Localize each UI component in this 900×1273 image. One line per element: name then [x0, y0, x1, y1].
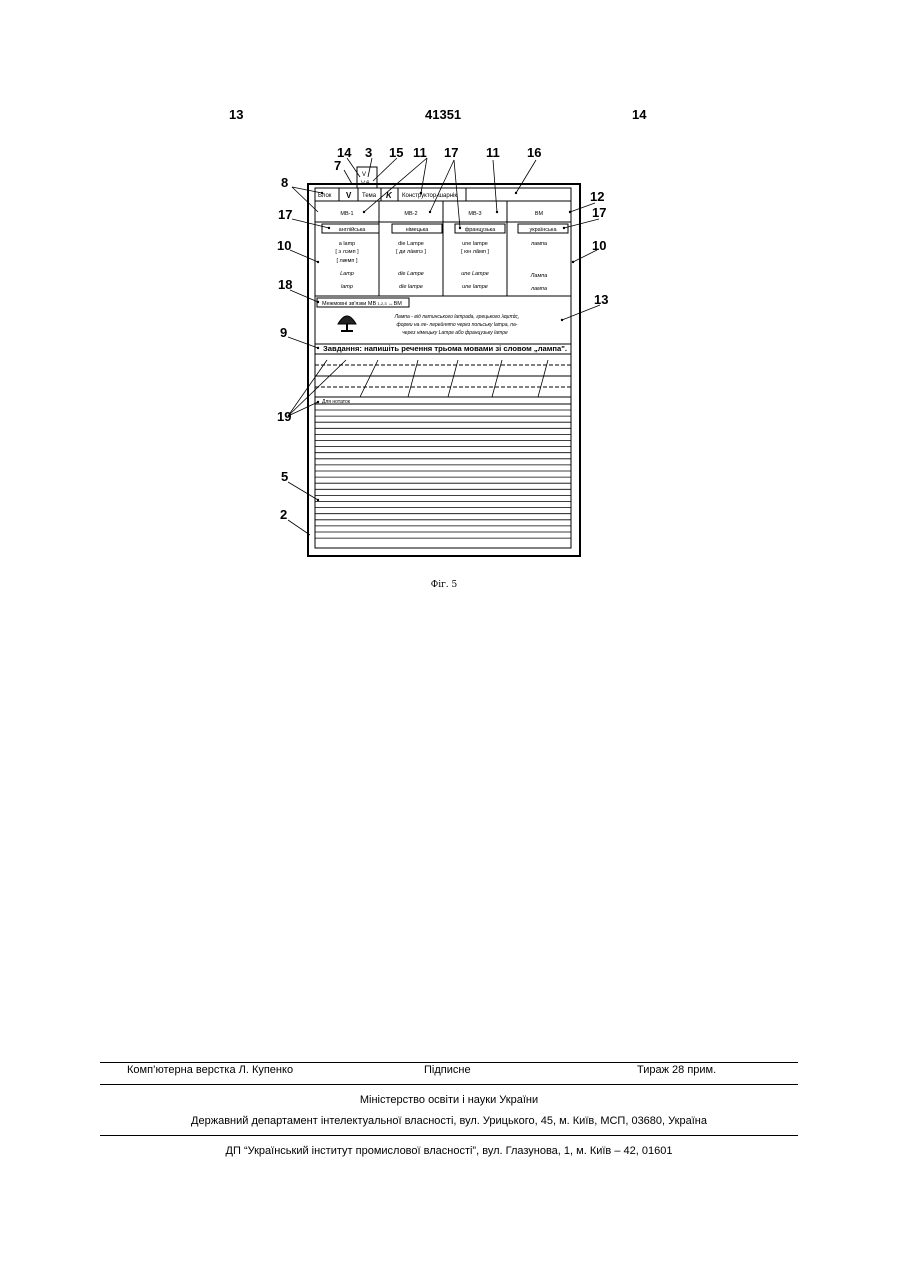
- word-form: une lampe: [462, 241, 488, 247]
- footer-institute: ДП “Український інститут промислової вла…: [100, 1145, 798, 1157]
- page-number-right: 14: [632, 107, 646, 122]
- footer-rule: [100, 1062, 798, 1063]
- callout-16: 16: [527, 145, 541, 160]
- mv-label: МВ-1: [340, 211, 353, 217]
- callout-17: 17: [592, 205, 606, 220]
- task-text: Завдання: напишіть речення трьома мовами…: [323, 344, 567, 353]
- handwritten-form: die Lampe: [398, 271, 424, 277]
- callout-7: 7: [334, 158, 341, 173]
- callout-13: 13: [594, 292, 608, 307]
- callout-3: 3: [365, 145, 372, 160]
- callout-10: 10: [277, 238, 291, 253]
- footer-rule: [100, 1135, 798, 1136]
- handwritten-form: Лампа: [530, 273, 548, 279]
- callout-5: 5: [281, 469, 288, 484]
- footer-ministry: Міністерство освіти і науки України: [100, 1094, 798, 1106]
- callout-15: 15: [389, 145, 403, 160]
- lang-label: англійська: [339, 226, 367, 233]
- callout-18: 18: [278, 277, 292, 292]
- callout-17: 17: [278, 207, 292, 222]
- page-number-left: 13: [229, 107, 243, 122]
- lang-label: німецька: [406, 227, 430, 233]
- patent-figure: 14 3 15 11 17 11 16 7 8 12 17 17 10 10 1…: [270, 140, 630, 570]
- notes-label: Для нотаток: [322, 399, 351, 405]
- top-row-v: V: [346, 191, 352, 200]
- transcription: [ лæмп ]: [337, 258, 358, 264]
- word-form: лампа: [531, 241, 548, 247]
- callout-17: 17: [444, 145, 458, 160]
- word-form: a lamp: [339, 241, 356, 247]
- patent-number: 41351: [425, 107, 461, 122]
- footer-rule: [100, 1084, 798, 1085]
- callout-11: 11: [413, 145, 427, 160]
- handwritten-form: lamp: [341, 284, 353, 290]
- transcription: [ э лэмп ]: [335, 249, 359, 255]
- handwritten-form: une lampe: [462, 284, 488, 290]
- mv-label: МВ-3: [468, 211, 481, 217]
- callout-19: 19: [277, 409, 291, 424]
- handwritten-form: Lamp: [340, 271, 354, 277]
- ruled-lines: [315, 410, 571, 538]
- handwritten-form: die lampe: [399, 284, 423, 290]
- top-row-blok: Блок: [318, 193, 332, 199]
- footer-circulation: Тираж 28 прим.: [637, 1064, 716, 1076]
- mezhi-label: Межмовні зв'язки МВ 1,2,3 ↔ВМ: [322, 301, 402, 307]
- footer-department: Державний департамент інтелектуальної вл…: [100, 1115, 798, 1127]
- callout-9: 9: [280, 325, 287, 340]
- lang-label: французька: [465, 227, 496, 233]
- etymology-line: форми на ле- перейнято через польську la…: [397, 321, 518, 328]
- handwritten-form: лампа: [530, 286, 547, 292]
- transcription: [ ди лáмпэ ]: [396, 249, 426, 255]
- top-row-tema: Тема: [362, 193, 377, 199]
- callout-8: 8: [281, 175, 288, 190]
- lang-label: українська: [529, 227, 557, 233]
- etymology-line: через німецьку Lampe або французьку lamp…: [402, 330, 508, 336]
- mv-label: ВМ: [535, 211, 544, 217]
- callout-12: 12: [590, 189, 604, 204]
- handwritten-form: une Lampe: [461, 271, 489, 277]
- tab-line-2: V.6: [361, 181, 370, 187]
- word-form: die Lampe: [398, 241, 424, 247]
- callout-10: 10: [592, 238, 606, 253]
- figure-caption: Фіг. 5: [0, 580, 888, 590]
- footer-layout: Комп’ютерна верстка Л. Купенко: [127, 1064, 293, 1076]
- callout-2: 2: [280, 507, 287, 522]
- transcription: [ юн лãмп ]: [461, 249, 489, 255]
- etymology-line: Лампа - від латинського lampada, грецько…: [394, 314, 520, 320]
- lamp-icon: [338, 316, 356, 331]
- tab-line-1: V: [362, 172, 366, 178]
- top-row-k: K: [386, 191, 393, 200]
- top-row-konstruktor: Конструктор-шарнік: [402, 193, 457, 199]
- mv-label: МВ-2: [404, 211, 417, 217]
- outer-frame: [308, 184, 580, 556]
- callout-11: 11: [486, 145, 500, 160]
- footer-signed: Підписне: [424, 1064, 471, 1076]
